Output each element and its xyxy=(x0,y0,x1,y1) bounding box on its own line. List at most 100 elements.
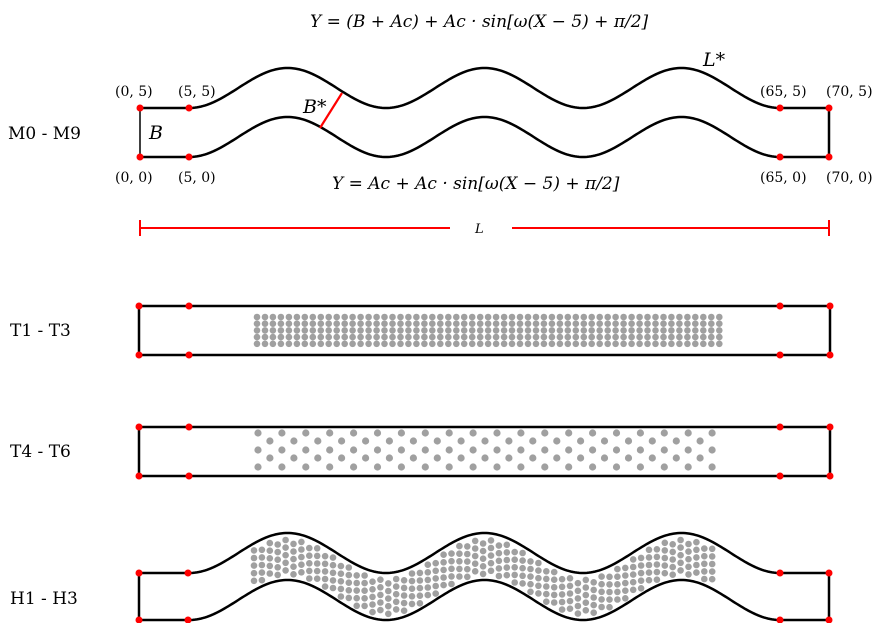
t1-dot-tl2 xyxy=(185,302,193,310)
obstacle-dot xyxy=(511,571,518,579)
obstacle-dot xyxy=(487,559,495,567)
obstacle-dot xyxy=(628,320,635,328)
obstacle-dot xyxy=(440,574,447,581)
obstacle-dot xyxy=(516,320,524,328)
obstacle-dot xyxy=(392,598,400,606)
obstacle-dot xyxy=(325,313,333,321)
obstacle-dot xyxy=(424,569,432,576)
obstacle-dot xyxy=(692,333,699,341)
obstacle-dot xyxy=(636,429,645,437)
obstacle-dot xyxy=(676,327,683,334)
obstacle-dot xyxy=(437,313,444,321)
obstacle-dot xyxy=(652,313,659,321)
obstacle-dot xyxy=(290,540,297,548)
obstacle-dot xyxy=(629,586,637,594)
obstacle-dot xyxy=(700,313,707,321)
obstacle-dot xyxy=(468,340,476,348)
obstacle-dot xyxy=(314,454,322,462)
obstacle-dot xyxy=(582,599,590,606)
obstacle-dot xyxy=(564,340,572,348)
obstacle-dot xyxy=(684,320,691,328)
obstacle-dot xyxy=(301,333,309,341)
obstacle-dot xyxy=(652,320,659,328)
obstacle-dot xyxy=(432,590,440,597)
obstacle-dot xyxy=(448,550,455,557)
obstacle-dot xyxy=(685,571,692,578)
obstacle-dot xyxy=(350,446,358,454)
obstacle-dot xyxy=(645,569,653,576)
obstacle-dot xyxy=(516,313,524,321)
h-dot-br2 xyxy=(776,616,784,623)
obstacle-dot xyxy=(481,437,489,445)
obstacle-dot xyxy=(329,561,337,569)
m-dot-tr xyxy=(825,104,833,112)
obstacle-dot xyxy=(285,313,293,321)
obstacle-dot xyxy=(574,579,582,587)
obstacle-dot xyxy=(424,591,432,599)
obstacle-dot xyxy=(373,327,380,334)
obstacle-dot xyxy=(471,545,479,552)
obstacle-dot xyxy=(519,549,526,557)
obstacle-dot xyxy=(716,333,723,341)
obstacle-dot xyxy=(612,463,621,471)
obstacle-dot xyxy=(604,313,611,321)
obstacle-dot xyxy=(508,327,516,334)
obstacle-dot xyxy=(672,454,680,462)
obstacle-dot xyxy=(456,558,463,565)
obstacle-dot xyxy=(580,320,588,328)
obstacle-dot xyxy=(604,320,611,328)
obstacle-dot xyxy=(580,313,588,321)
obstacle-dot xyxy=(349,320,356,328)
obstacle-dot xyxy=(661,554,669,562)
obstacle-dot xyxy=(566,575,574,582)
obstacle-dot xyxy=(309,340,317,348)
obstacle-dot xyxy=(661,569,669,577)
obstacle-dot xyxy=(421,446,429,454)
obstacle-dot xyxy=(708,333,715,341)
obstacle-dot xyxy=(274,556,282,563)
obstacle-dot xyxy=(532,327,540,334)
obstacle-dot xyxy=(397,340,404,348)
obstacle-dot xyxy=(373,333,380,341)
coord-tr: (70, 5) xyxy=(826,84,872,100)
obstacle-dot xyxy=(503,571,511,579)
obstacle-dot xyxy=(540,313,548,321)
obstacle-dot xyxy=(493,446,501,454)
obstacle-dot xyxy=(637,569,645,577)
obstacle-dot xyxy=(508,333,516,341)
t4-dot-tl2 xyxy=(185,423,193,431)
obstacle-dot xyxy=(598,580,605,588)
obstacle-dot xyxy=(453,333,460,341)
t1-dot-tr2 xyxy=(776,302,784,310)
obstacle-dot xyxy=(253,327,261,334)
obstacle-dot xyxy=(266,539,274,547)
obstacle-dot xyxy=(421,327,428,334)
obstacle-dot xyxy=(333,340,341,348)
obstacle-dot xyxy=(574,587,582,595)
obstacle-dot xyxy=(628,340,635,348)
obstacle-dot xyxy=(400,577,408,584)
obstacle-dot xyxy=(253,340,261,348)
obstacle-dot xyxy=(285,320,293,328)
obstacle-dot xyxy=(437,340,444,348)
obstacle-dot xyxy=(369,578,376,585)
obstacle-dot xyxy=(290,571,297,578)
obstacle-dot xyxy=(532,333,540,341)
obstacle-dot xyxy=(464,550,471,558)
obstacle-dot xyxy=(350,429,358,437)
obstacle-dot xyxy=(503,556,511,564)
obstacle-dot xyxy=(385,610,392,618)
obstacle-dot xyxy=(580,327,588,334)
obstacle-dot xyxy=(254,446,262,454)
obstacle-dot xyxy=(516,333,524,341)
obstacle-dot xyxy=(274,541,282,548)
obstacle-dot xyxy=(341,327,349,334)
obstacle-dot xyxy=(468,313,476,321)
obstacle-dot xyxy=(471,560,479,567)
obstacle-dot xyxy=(471,568,479,575)
obstacle-dot xyxy=(269,333,277,341)
obstacle-dot xyxy=(306,567,313,575)
obstacle-dot xyxy=(696,437,704,445)
coord-bl2: (5, 0) xyxy=(178,170,216,186)
